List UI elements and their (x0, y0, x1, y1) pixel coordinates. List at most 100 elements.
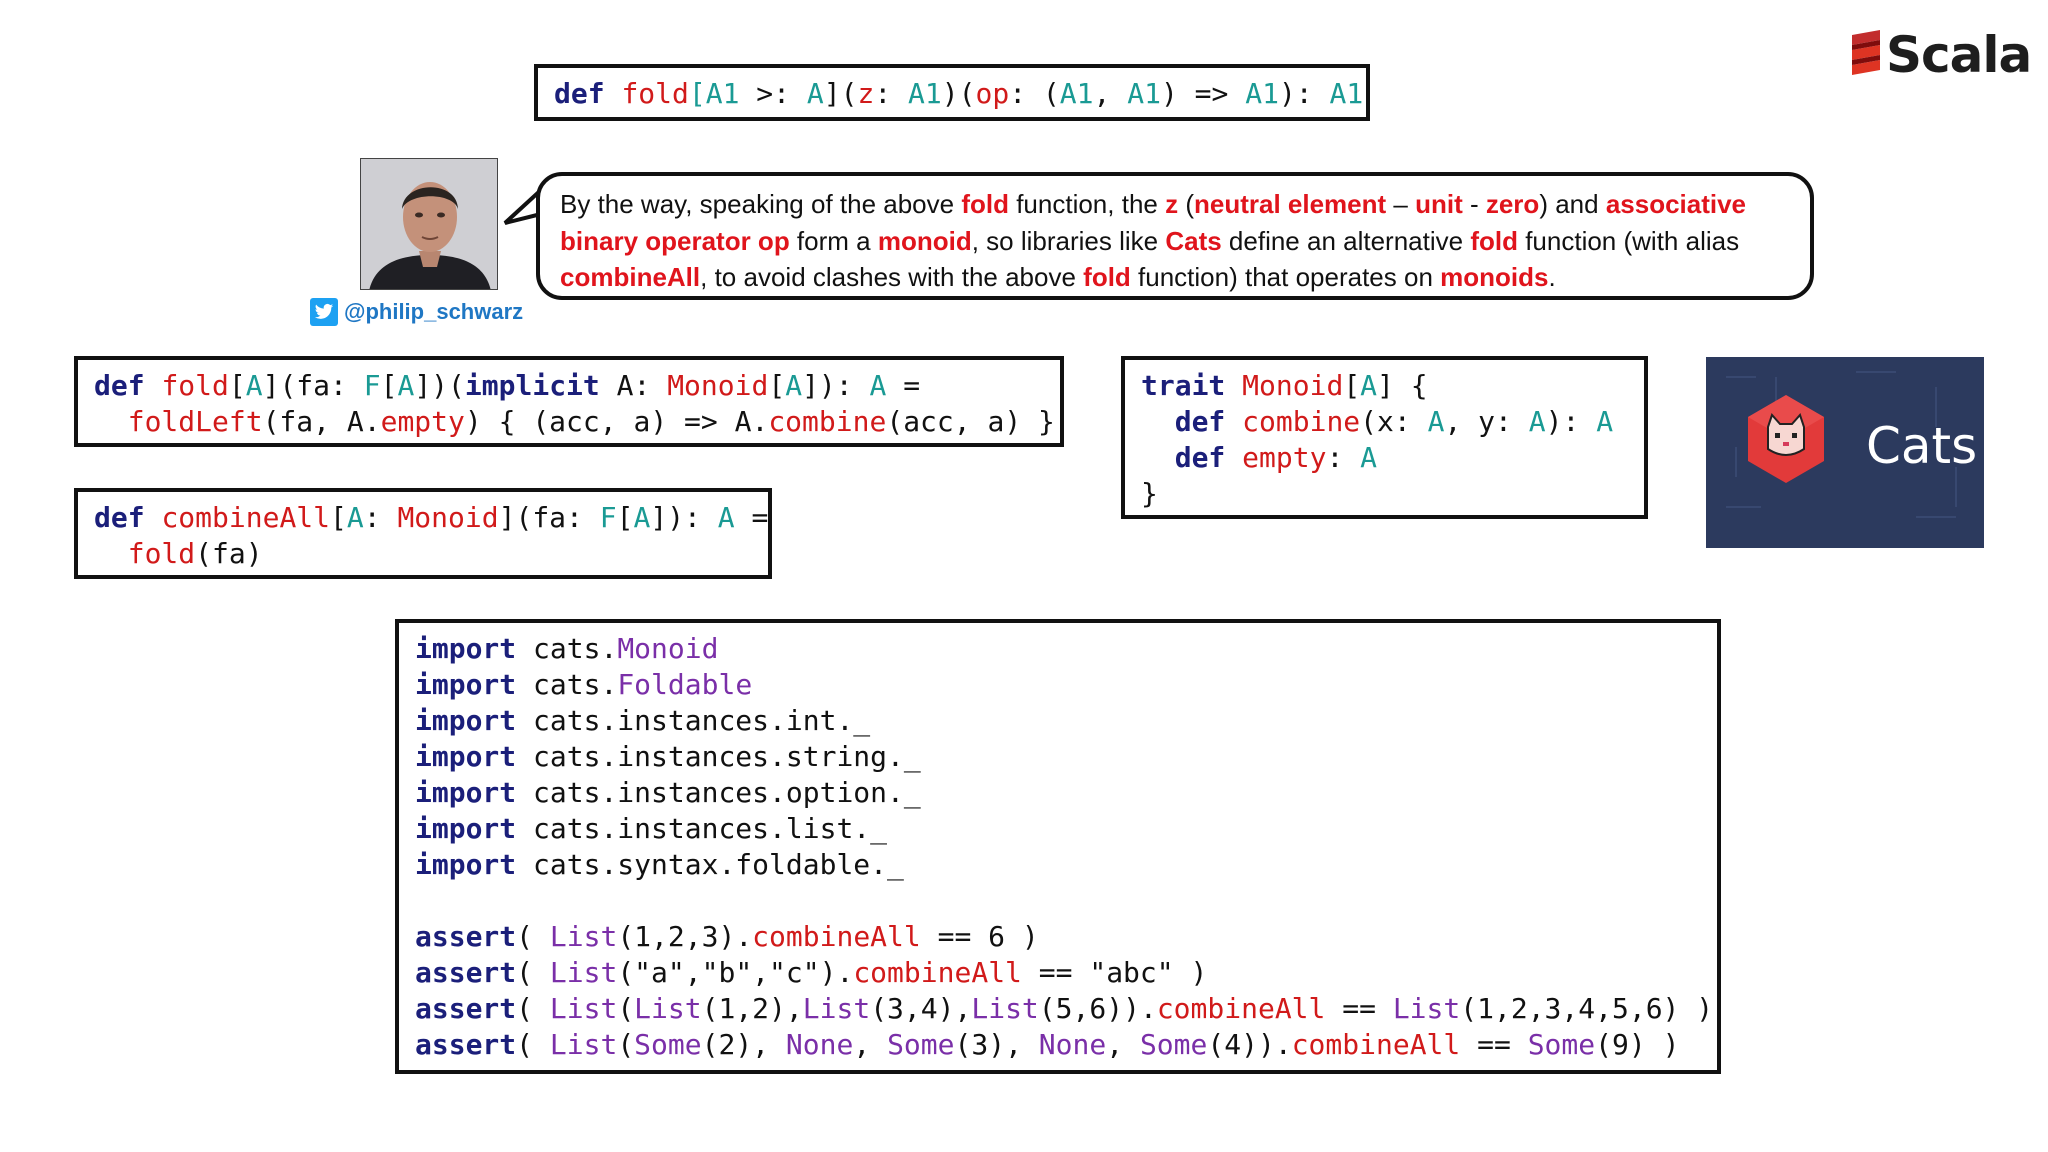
code-token: A (397, 369, 415, 402)
code-token: [ (228, 369, 246, 402)
code-token: , (1093, 77, 1128, 110)
code-token: ( (617, 1028, 635, 1061)
code-token: def (94, 501, 145, 534)
code-token: (acc, a) } (886, 405, 1055, 438)
code-token: )( (941, 77, 976, 110)
example-code-box: import cats.Monoid import cats.Foldable … (395, 619, 1721, 1074)
code-token: == (1460, 1028, 1528, 1061)
code-token: (fa) (195, 537, 263, 570)
code-token: ](fa: (498, 501, 600, 534)
code-token: List (549, 1028, 618, 1061)
code-token: ])( (414, 369, 465, 402)
code-token: assert (415, 956, 517, 989)
bubble-text: . (1548, 262, 1556, 292)
code-token: ) { (acc, a) => A. (464, 405, 769, 438)
code-token: cats.instances.string._ (533, 740, 921, 773)
code-token: (fa, A. (262, 405, 381, 438)
code-token: import (415, 632, 517, 665)
twitter-handle-text: @philip_schwarz (344, 299, 524, 324)
combine-all-box: def combineAll[A: Monoid](fa: F[A]): A =… (74, 488, 772, 579)
example-code: import cats.Monoid import cats.Foldable … (415, 631, 1717, 1063)
code-token: List (802, 992, 871, 1025)
bubble-emphasis: Cats (1165, 225, 1222, 256)
code-token: (5,6)). (1038, 992, 1157, 1025)
code-token: import (415, 848, 517, 881)
code-token: : (874, 77, 909, 110)
code-token: combineAll (1156, 992, 1326, 1025)
code-token: cats.instances.option._ (533, 776, 921, 809)
code-token (145, 369, 162, 402)
code-token: A1 (1059, 77, 1094, 110)
code-token: combineAll (161, 501, 331, 534)
code-token: cats. (516, 632, 618, 665)
code-token: (x: (1360, 405, 1428, 438)
code-token: A (633, 501, 651, 534)
code-token: trait (1141, 369, 1226, 402)
code-token: Foldable (617, 668, 753, 701)
code-token: None (1038, 1028, 1107, 1061)
code-token: cats.instances.int._ (533, 704, 871, 737)
code-token: ] { (1377, 369, 1428, 402)
code-token: ): (1545, 405, 1597, 438)
code-token: import (415, 668, 517, 701)
code-token: >: (739, 77, 807, 110)
code-token: ]): (802, 369, 870, 402)
bubble-text: form a (789, 225, 878, 256)
code-token: A (806, 77, 824, 110)
code-token: cats. (516, 668, 618, 701)
code-token: (3), (954, 1028, 1039, 1061)
author-avatar (360, 158, 498, 290)
code-token: None (785, 1028, 854, 1061)
code-token (605, 77, 622, 110)
code-token: [ (330, 501, 347, 534)
code-token: fold (161, 369, 229, 402)
code-token: , (853, 1028, 888, 1061)
code-token: combineAll (1291, 1028, 1461, 1061)
code-token: empty (380, 405, 465, 438)
code-token: List (971, 992, 1039, 1025)
code-token (1225, 405, 1242, 438)
code-token: def (554, 77, 605, 110)
code-token: foldLeft (127, 405, 263, 438)
code-token: cats.syntax.foldable._ (533, 848, 904, 881)
speech-bubble-tail (503, 188, 543, 225)
code-token: A (245, 369, 263, 402)
code-token: ): (1278, 77, 1330, 110)
code-token: : ( (1009, 77, 1060, 110)
cats-fold-box: def fold[A](fa: F[A])(implicit A: Monoid… (74, 356, 1064, 447)
monoid-trait-code: trait Monoid[A] { def combine(x: A, y: A… (1141, 368, 1644, 512)
code-token: F (363, 369, 381, 402)
code-token: , y: (1444, 405, 1529, 438)
code-token: ( (516, 992, 550, 1025)
twitter-handle[interactable]: @philip_schwarz (310, 297, 523, 327)
fold-signature-box: def fold[A1 >: A](z: A1)(op: (A1, A1) =>… (534, 64, 1370, 121)
code-token: empty (1242, 441, 1327, 474)
twitter-icon (310, 298, 338, 326)
code-token: A: (599, 369, 668, 402)
code-token: ]): (650, 501, 718, 534)
code-token: fold (621, 77, 689, 110)
bubble-text: By the way, speaking of the above (560, 189, 962, 219)
code-token: (1,2,3). (617, 920, 753, 953)
code-token: = (903, 369, 921, 402)
code-token: Monoid (1242, 369, 1344, 402)
bubble-emphasis: unit (1415, 189, 1463, 219)
bubble-text: function, the (1008, 189, 1166, 219)
code-token: [ (768, 369, 786, 402)
fold-signature-code: def fold[A1 >: A](z: A1)(op: (A1, A1) =>… (554, 76, 1366, 112)
bubble-text: , to avoid clashes with the above (700, 262, 1084, 292)
code-token: (4)). (1207, 1028, 1292, 1061)
code-token: A1 (908, 77, 942, 110)
code-token: cats.instances.list._ (533, 812, 888, 845)
code-token: A (1360, 441, 1378, 474)
code-token: assert (415, 992, 517, 1025)
code-token: = (751, 501, 769, 534)
code-token: A1 (1127, 77, 1161, 110)
code-token: [ (380, 369, 398, 402)
code-token: List (549, 992, 618, 1025)
code-token: ( (617, 992, 635, 1025)
code-token: } (1141, 477, 1158, 510)
bubble-text: ( (1178, 189, 1194, 219)
code-token: (3,4), (870, 992, 972, 1025)
code-token: A (1427, 405, 1445, 438)
